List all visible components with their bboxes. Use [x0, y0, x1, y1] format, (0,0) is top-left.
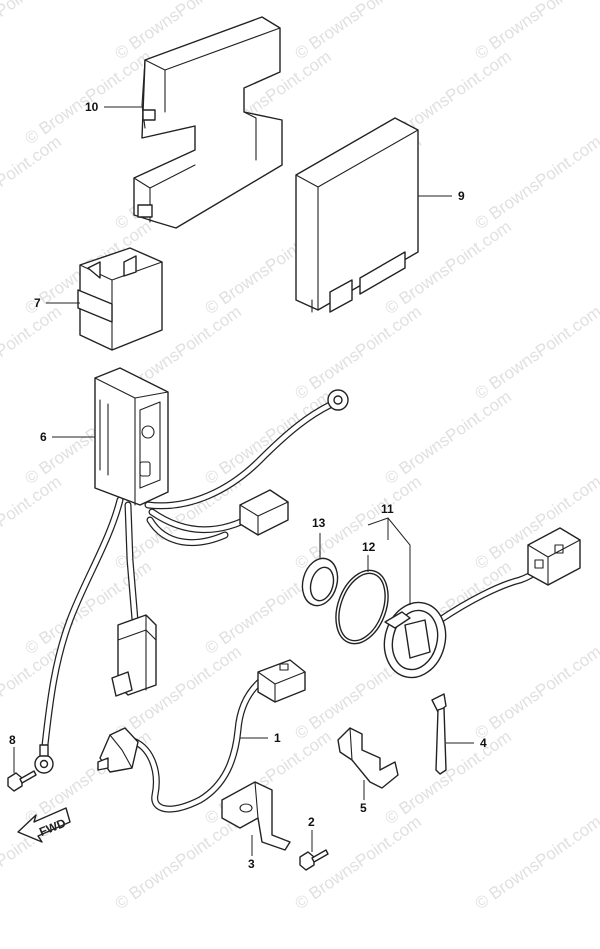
part-1-sensor-harness	[97, 659, 306, 813]
part-9-control-module	[295, 117, 419, 313]
part-11-coupler-harness	[383, 527, 581, 679]
callout-6: 6	[40, 430, 47, 444]
watermark-text: © BrownsPoint.com	[0, 302, 65, 403]
watermark-text: © BrownsPoint.com	[21, 47, 154, 148]
watermark-text: © BrownsPoint.com	[381, 727, 514, 828]
part-2-bolt	[299, 849, 329, 871]
part-8-bolt	[7, 770, 37, 792]
watermark-text: © BrownsPoint.com	[0, 132, 65, 233]
part-3-bracket	[221, 781, 291, 851]
callout-labels: 10 9 7 6 11 13 12 1 4 8 5 2 3	[9, 100, 487, 871]
watermark-text: © BrownsPoint.com	[471, 642, 600, 743]
part-7-relay	[77, 247, 163, 351]
part-13-retaining-ring	[301, 557, 339, 607]
leader-lines	[13, 106, 474, 856]
callout-10: 10	[85, 100, 99, 114]
part-10-cover	[133, 16, 283, 229]
callout-1: 1	[274, 731, 281, 745]
watermark-text: © BrownsPoint.com	[471, 132, 600, 233]
watermark-text: © BrownsPoint.com	[471, 812, 600, 913]
watermark-text: © BrownsPoint.com	[471, 0, 600, 63]
watermark-text: © BrownsPoint.com	[0, 0, 65, 63]
callout-13: 13	[312, 516, 326, 530]
callout-12: 12	[362, 540, 376, 554]
watermark-text: © BrownsPoint.com	[291, 302, 424, 403]
watermark-text: © BrownsPoint.com	[201, 387, 334, 488]
part-12-o-ring	[335, 569, 389, 645]
callout-2: 2	[308, 815, 315, 829]
watermark-text: © BrownsPoint.com	[111, 812, 244, 913]
watermark-text: © BrownsPoint.com	[0, 472, 65, 573]
part-6-regulator-harness	[34, 367, 349, 774]
callout-5: 5	[360, 801, 367, 815]
callout-11: 11	[381, 502, 394, 516]
watermark-layer: © BrownsPoint.com© BrownsPoint.com© Brow…	[0, 0, 600, 913]
callout-8: 8	[9, 733, 16, 747]
part-5-clamp	[337, 727, 399, 789]
callout-3: 3	[248, 857, 255, 871]
callout-7: 7	[34, 296, 41, 310]
callout-9: 9	[458, 189, 465, 203]
part-4-cable-tie	[431, 693, 447, 775]
callout-4: 4	[480, 736, 487, 750]
watermark-text: © BrownsPoint.com	[381, 387, 514, 488]
watermark-text: © BrownsPoint.com	[291, 0, 424, 63]
watermark-text: © BrownsPoint.com	[471, 302, 600, 403]
